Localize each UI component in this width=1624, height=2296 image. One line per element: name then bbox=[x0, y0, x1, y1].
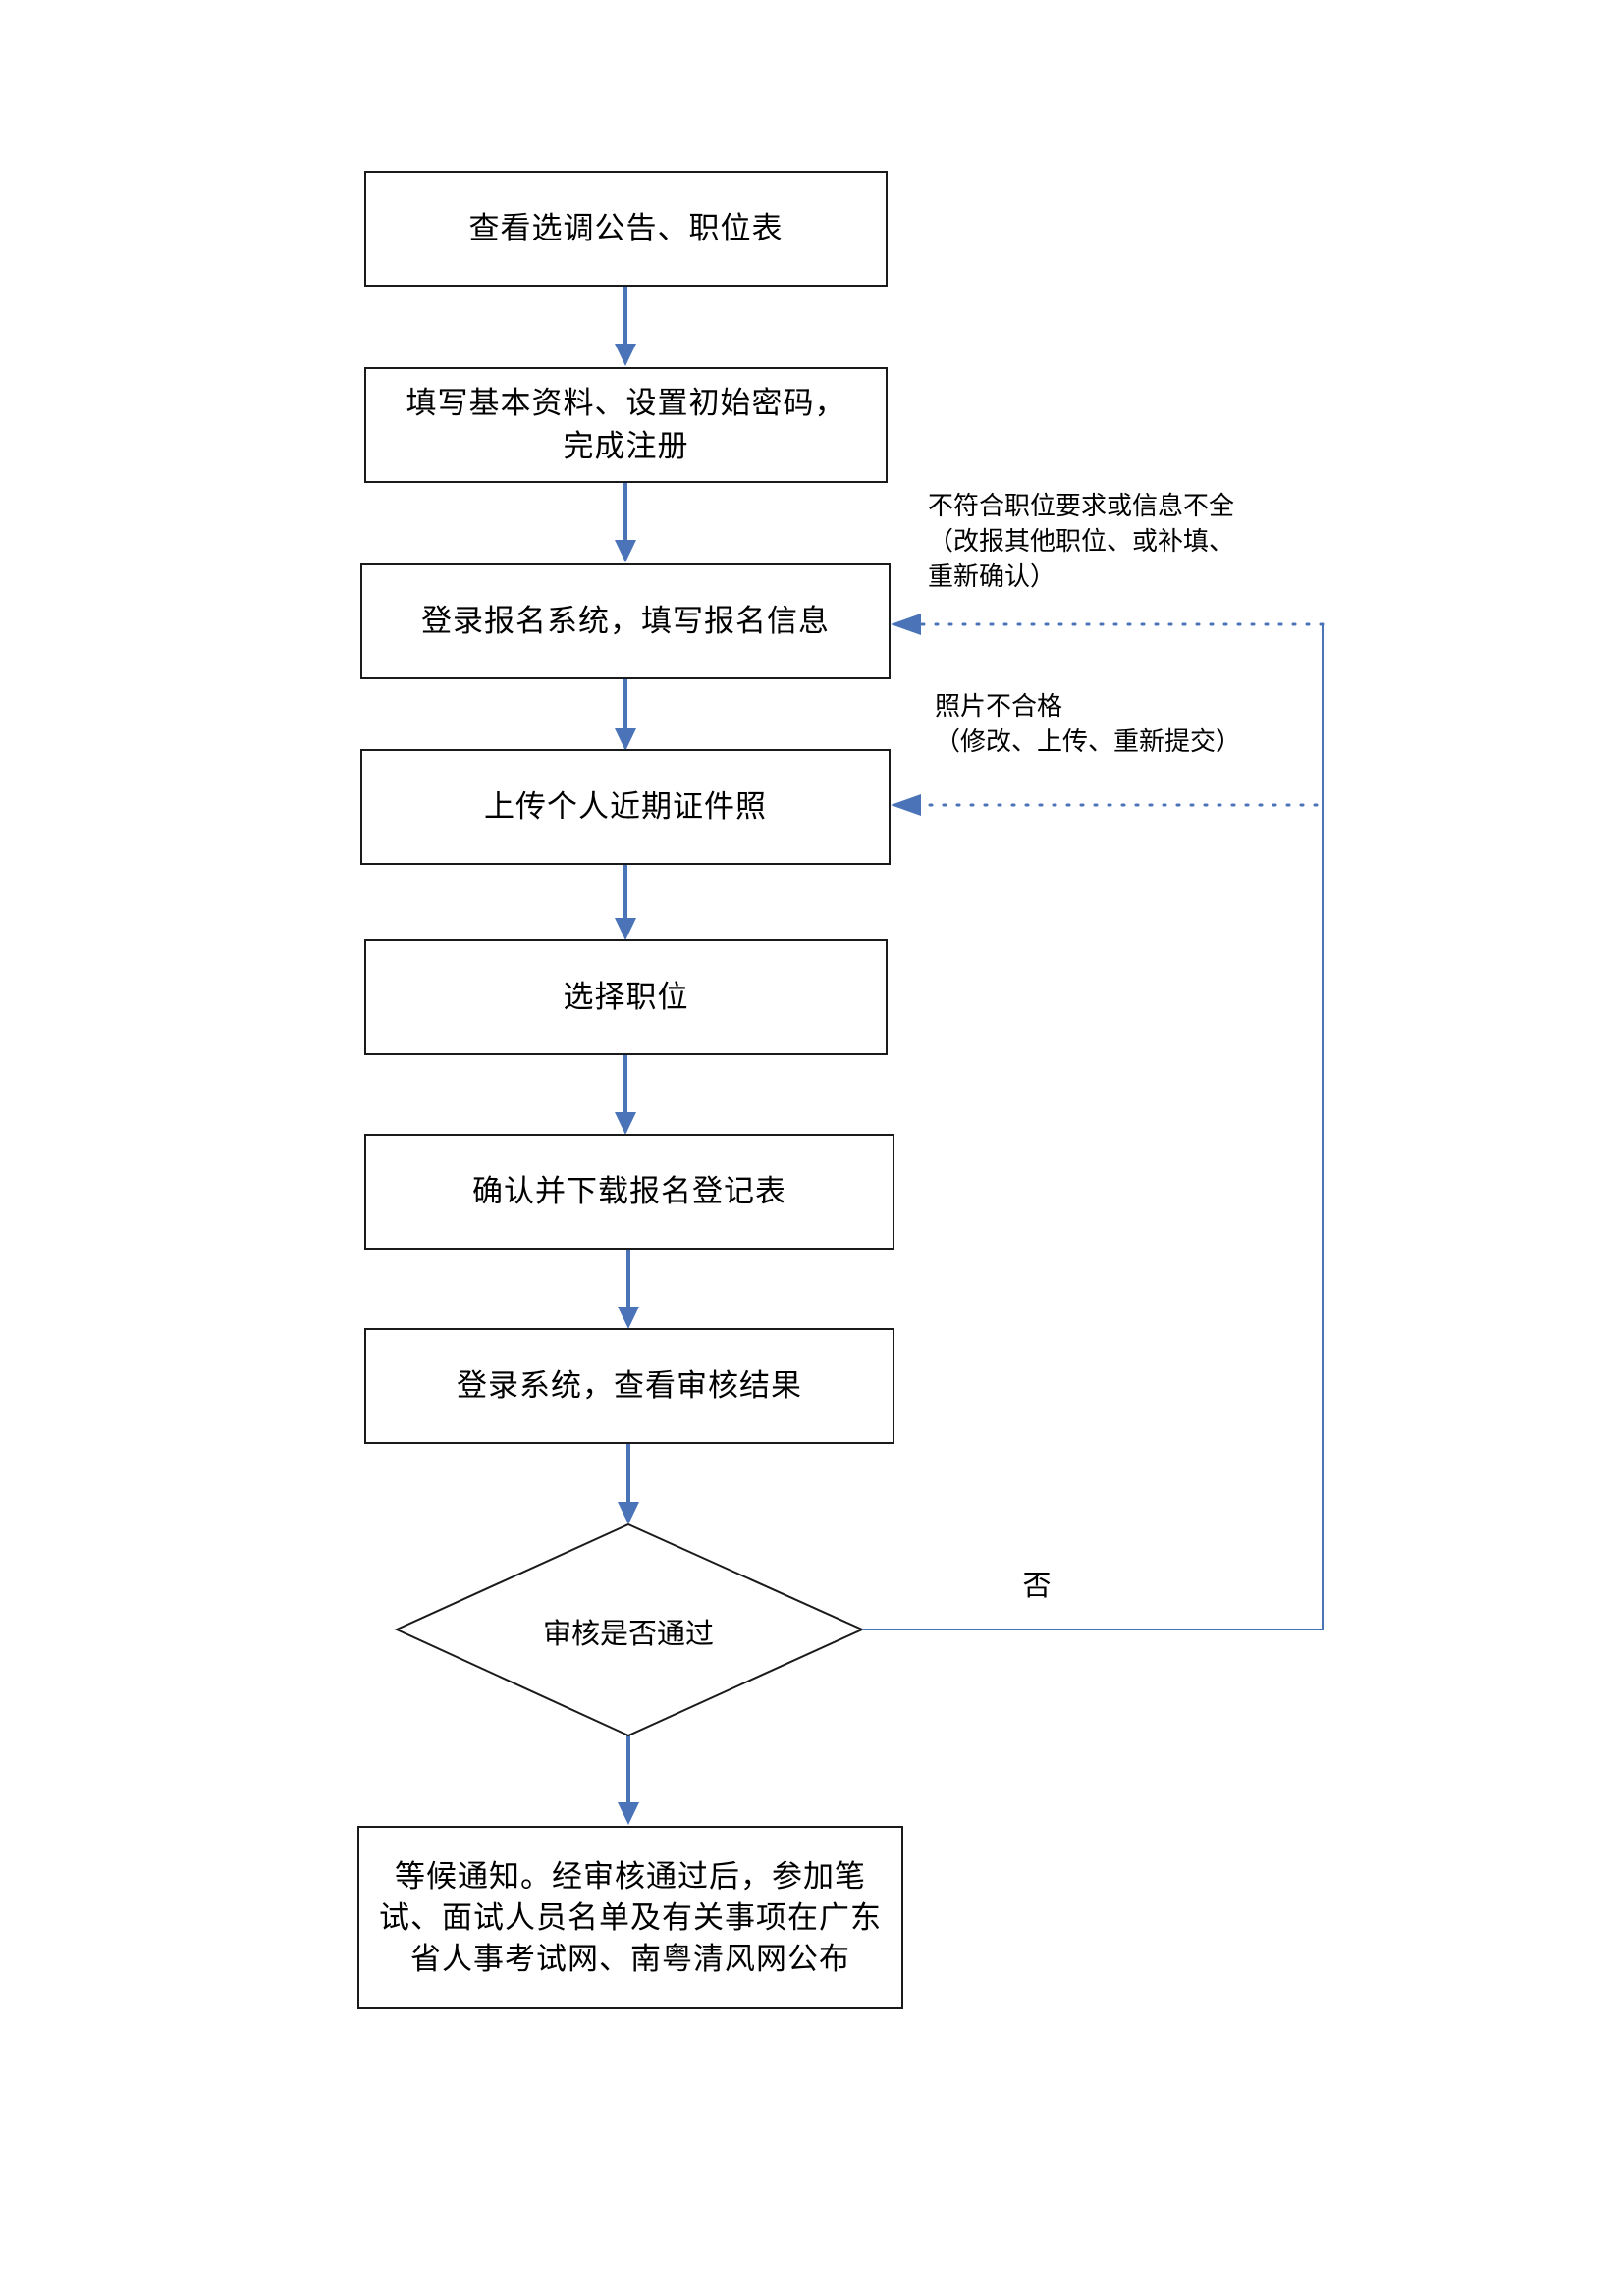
feedback-note-photo-line2: （修改、上传、重新提交） bbox=[935, 727, 1242, 757]
feedback-arrowhead-2 bbox=[891, 794, 921, 816]
feedback-note-info-line2: （改报其他职位、或补填、 bbox=[928, 527, 1235, 557]
feedback-note-info-incomplete: 不符合职位要求或信息不全 （改报其他职位、或补填、 重新确认） bbox=[928, 489, 1234, 595]
step-register: 填写基本资料、设置初始密码， 完成注册 bbox=[364, 367, 888, 483]
decision-diamond bbox=[394, 1522, 865, 1737]
step-view-announcement: 查看选调公告、职位表 bbox=[364, 171, 888, 287]
step-login-fill-info-label: 登录报名系统，填写报名信息 bbox=[421, 604, 830, 639]
step-select-position-label: 选择职位 bbox=[563, 980, 689, 1015]
step-upload-photo-label: 上传个人近期证件照 bbox=[484, 789, 767, 825]
feedback-note-photo-invalid: 照片不合格 （修改、上传、重新提交） bbox=[935, 689, 1241, 760]
step-check-result-label: 登录系统，查看审核结果 bbox=[457, 1368, 802, 1404]
feedback-note-photo-line1: 照片不合格 bbox=[935, 692, 1063, 721]
feedback-arrowhead-1 bbox=[891, 614, 921, 635]
step-register-label-line2: 完成注册 bbox=[563, 429, 689, 464]
step-register-label-line1: 填写基本资料、设置初始密码， bbox=[406, 386, 846, 421]
step-select-position: 选择职位 bbox=[364, 939, 888, 1055]
step-await-notice-line3: 省人事考试网、南粤清风网公布 bbox=[410, 1941, 850, 1977]
feedback-note-info-line1: 不符合职位要求或信息不全 bbox=[928, 492, 1235, 521]
step-await-notice-line1: 等候通知。经审核通过后，参加笔 bbox=[395, 1858, 866, 1895]
step-await-notice: 等候通知。经审核通过后，参加笔 试、面试人员名单及有关事项在广东 省人事考试网、… bbox=[357, 1826, 903, 2009]
feedback-note-info-line3: 重新确认） bbox=[928, 562, 1056, 592]
step-confirm-download-label: 确认并下载报名登记表 bbox=[472, 1174, 786, 1209]
step-login-fill-info: 登录报名系统，填写报名信息 bbox=[360, 563, 891, 679]
decision-no-label: 否 bbox=[1022, 1569, 1052, 1602]
step-check-result: 登录系统，查看审核结果 bbox=[364, 1328, 894, 1444]
no-return-line bbox=[862, 624, 1324, 1630]
decision-label: 审核是否通过 bbox=[542, 1617, 714, 1650]
step-upload-photo: 上传个人近期证件照 bbox=[360, 749, 891, 865]
step-confirm-download: 确认并下载报名登记表 bbox=[364, 1134, 894, 1250]
step-await-notice-line2: 试、面试人员名单及有关事项在广东 bbox=[379, 1899, 882, 1936]
step-view-announcement-label: 查看选调公告、职位表 bbox=[468, 211, 784, 246]
